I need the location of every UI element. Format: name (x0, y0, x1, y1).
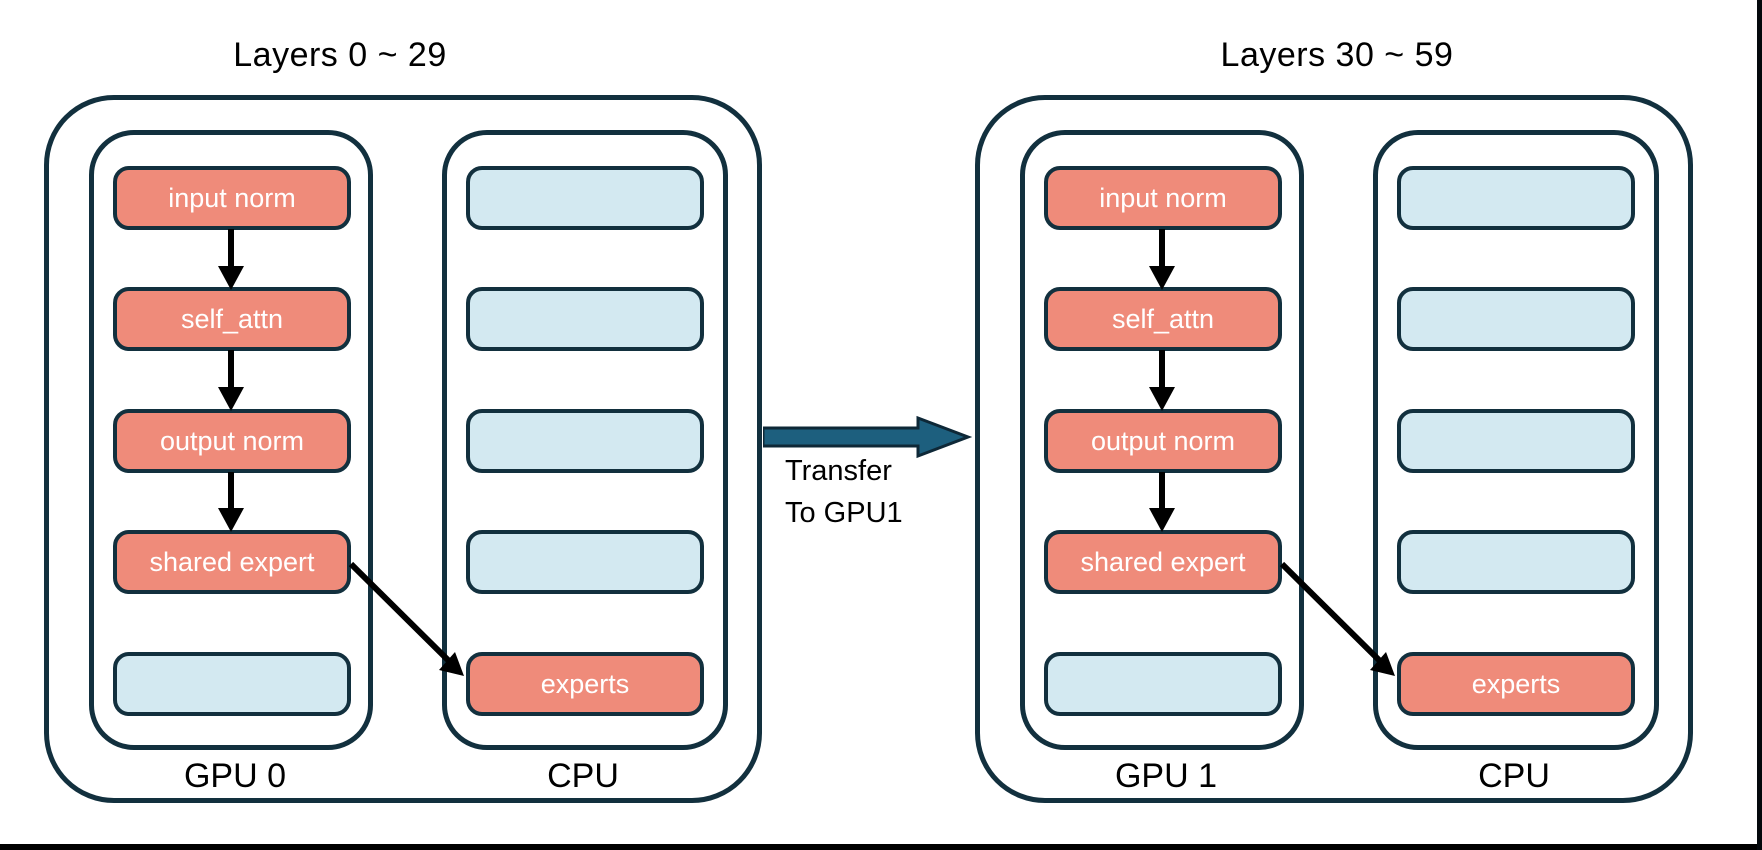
cpu-label-left: CPU (547, 757, 619, 795)
module-self-attn: self_attn (1044, 287, 1282, 351)
cpu-label-right: CPU (1478, 757, 1550, 795)
module-empty-slot (1397, 530, 1635, 594)
layer-group-1: input norm self_attn output norm shared … (975, 95, 1693, 803)
module-experts: experts (466, 652, 704, 716)
layer-group-0: input norm self_attn output norm shared … (44, 95, 762, 803)
module-empty-slot (113, 652, 351, 716)
module-empty-slot (1397, 287, 1635, 351)
window-bottom-edge (0, 844, 1762, 850)
transfer-label-line2: To GPU1 (785, 497, 903, 529)
module-shared-expert: shared expert (1044, 530, 1282, 594)
cpu-column-right: experts (1373, 130, 1659, 750)
module-output-norm: output norm (113, 409, 351, 473)
module-empty-slot (466, 530, 704, 594)
gpu1-column: input norm self_attn output norm shared … (1020, 130, 1304, 750)
module-empty-slot (466, 287, 704, 351)
module-empty-slot (1044, 652, 1282, 716)
module-self-attn: self_attn (113, 287, 351, 351)
window-right-edge (1757, 0, 1762, 850)
gpu0-label: GPU 0 (183, 757, 287, 795)
module-input-norm: input norm (1044, 166, 1282, 230)
layers-range-title-left: Layers 0 ~ 29 (233, 36, 447, 74)
module-empty-slot (1397, 166, 1635, 230)
transfer-label-line1: Transfer (785, 455, 892, 487)
module-empty-slot (466, 409, 704, 473)
transfer-label: Transfer To GPU1 (785, 450, 903, 534)
module-output-norm: output norm (1044, 409, 1282, 473)
module-experts: experts (1397, 652, 1635, 716)
module-input-norm: input norm (113, 166, 351, 230)
module-empty-slot (1397, 409, 1635, 473)
gpu0-column: input norm self_attn output norm shared … (89, 130, 373, 750)
layers-range-title-right: Layers 30 ~ 59 (1220, 36, 1454, 74)
cpu-column-left: experts (442, 130, 728, 750)
transfer-arrow-icon (761, 414, 973, 464)
gpu1-label: GPU 1 (1114, 757, 1218, 795)
module-empty-slot (466, 166, 704, 230)
module-shared-expert: shared expert (113, 530, 351, 594)
